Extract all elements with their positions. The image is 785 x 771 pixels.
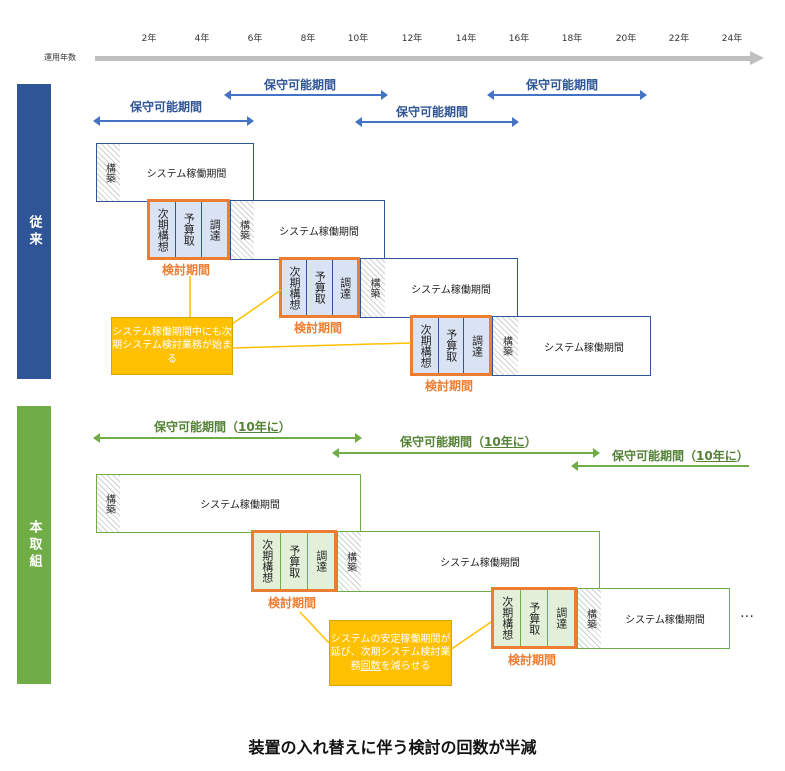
maintenance-10y-label: 保守可能期間（10年に） [154, 420, 291, 434]
tick-label: 18年 [561, 34, 583, 44]
review-period-label: 検討期間 [425, 379, 474, 393]
tick-label: 16年 [508, 34, 530, 44]
build-block: 構築 [96, 474, 122, 533]
next-plan-cell: 次期構想 [413, 318, 439, 373]
build-block: 構築 [337, 531, 363, 592]
proposed-callout: システムの安定稼働期間が延び、次期システム検討業務回数を減らせる [329, 620, 452, 686]
procure-cell: 調達 [332, 260, 357, 315]
budget-cell: 予算取 [281, 533, 308, 589]
build-block: 構築 [360, 258, 387, 318]
axis-line [95, 56, 753, 61]
tick-label: 2年 [141, 34, 157, 44]
review-period-label: 検討期間 [294, 321, 343, 335]
maintenance-label: 保守可能期間 [396, 105, 469, 119]
review-group: 次期構想 予算取 調達 [251, 530, 337, 592]
review-period-label: 検討期間 [268, 596, 317, 610]
next-plan-cell: 次期構想 [150, 202, 176, 257]
review-group: 次期構想 予算取 調達 [147, 199, 230, 260]
maintenance-arrow [487, 90, 647, 100]
continuation-ellipsis: … [740, 605, 755, 621]
tick-label: 20年 [615, 34, 637, 44]
maintenance-10y-label: 保守可能期間（10年に） [400, 435, 537, 449]
maintenance-arrow [224, 90, 388, 100]
budget-cell: 予算取 [176, 202, 202, 257]
operation-block: システム稼働期間 [361, 531, 600, 592]
maintenance-label: 保守可能期間 [264, 78, 337, 92]
axis-title: 運用年数 [44, 53, 76, 62]
review-group: 次期構想 予算取 調達 [410, 315, 492, 376]
maintenance-label: 保守可能期間 [130, 100, 203, 114]
tick-label: 10年 [347, 34, 369, 44]
tick-label: 6年 [247, 34, 263, 44]
review-group: 次期構想 予算取 調達 [279, 257, 360, 318]
operation-block: システム稼働期間 [254, 200, 385, 260]
next-plan-cell: 次期構想 [282, 260, 308, 315]
tick-label: 14年 [455, 34, 477, 44]
maintenance-10y-label: 保守可能期間（10年に） [612, 449, 749, 463]
maintenance-arrow [93, 116, 254, 126]
procure-cell: 調達 [308, 533, 334, 589]
tick-label: 4年 [194, 34, 210, 44]
axis-arrow-icon [750, 51, 764, 65]
build-block: 構築 [492, 316, 520, 376]
next-plan-cell: 次期構想 [494, 590, 521, 646]
review-period-label: 検討期間 [162, 263, 211, 277]
maintenance-label: 保守可能期間 [526, 78, 599, 92]
procure-cell: 調達 [548, 590, 574, 646]
operation-block: システム稼働期間 [120, 474, 361, 533]
review-period-label: 検討期間 [508, 653, 557, 667]
tick-label: 8年 [300, 34, 316, 44]
build-block: 構築 [96, 143, 122, 202]
operation-block: システム稼働期間 [601, 588, 730, 649]
next-plan-cell: 次期構想 [254, 533, 281, 589]
budget-cell: 予算取 [438, 318, 465, 373]
conventional-callout: システム稼働期間中にも次期システム検討業務が始まる [111, 317, 233, 375]
build-block: 構築 [577, 588, 603, 649]
operation-block: システム稼働期間 [518, 316, 651, 376]
budget-cell: 予算取 [521, 590, 548, 646]
maintenance-arrow [332, 448, 600, 458]
maintenance-arrow [93, 433, 362, 443]
review-group: 次期構想 予算取 調達 [491, 587, 577, 649]
maintenance-arrow [571, 461, 749, 471]
tick-label: 12年 [401, 34, 423, 44]
budget-cell: 予算取 [307, 260, 333, 315]
section-label-proposed: 本取組 [17, 406, 51, 684]
operation-block: システム稼働期間 [120, 143, 254, 202]
procure-cell: 調達 [202, 202, 227, 257]
operation-block: システム稼働期間 [385, 258, 518, 318]
tick-label: 22年 [668, 34, 690, 44]
section-label-conventional: 従来 [17, 84, 51, 379]
figure-caption: 装置の入れ替えに伴う検討の回数が半減 [248, 738, 537, 757]
maintenance-arrow [355, 117, 519, 127]
procure-cell: 調達 [464, 318, 490, 373]
tick-label: 24年 [721, 34, 743, 44]
